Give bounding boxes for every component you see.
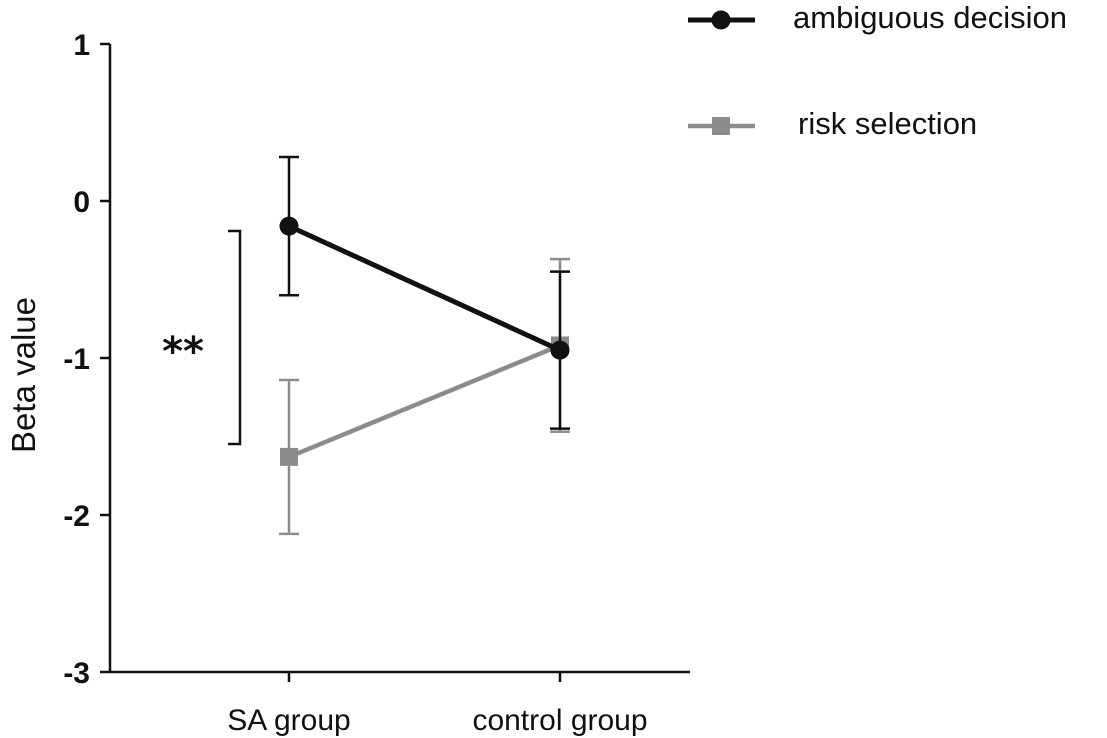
series-line: [288, 343, 561, 459]
y-tick-label: -2: [63, 500, 90, 533]
data-point: [280, 447, 298, 466]
data-point: [550, 340, 570, 360]
series-line: [287, 223, 562, 353]
x-axis-ticks: SA group control group: [227, 672, 648, 737]
legend-label: ambiguous decision: [793, 0, 1067, 35]
legend-marker: [712, 117, 730, 135]
series-risk-selection: [279, 257, 570, 536]
legend-marker: [711, 10, 731, 30]
significance-bracket: **: [162, 229, 242, 446]
bracket-line: [228, 229, 242, 446]
significance-label: **: [162, 329, 204, 375]
legend: ambiguous decision risk selection: [688, 0, 1067, 141]
data-point: [279, 216, 299, 236]
x-tick-label: control group: [472, 704, 647, 737]
y-axis-label: Beta value: [5, 297, 42, 453]
y-tick-label: -3: [63, 657, 90, 690]
y-tick-label: 0: [73, 186, 90, 219]
y-axis-ticks: 1 0 -1 -2 -3: [63, 29, 110, 690]
series-group: [279, 155, 570, 536]
legend-label: risk selection: [798, 106, 977, 141]
y-tick-label: 1: [73, 29, 90, 62]
x-tick-label: SA group: [227, 704, 350, 737]
y-tick-label: -1: [63, 343, 90, 376]
legend-item: risk selection: [688, 106, 977, 141]
series-ambiguous-decision: [279, 155, 570, 430]
legend-item: ambiguous decision: [688, 0, 1067, 35]
